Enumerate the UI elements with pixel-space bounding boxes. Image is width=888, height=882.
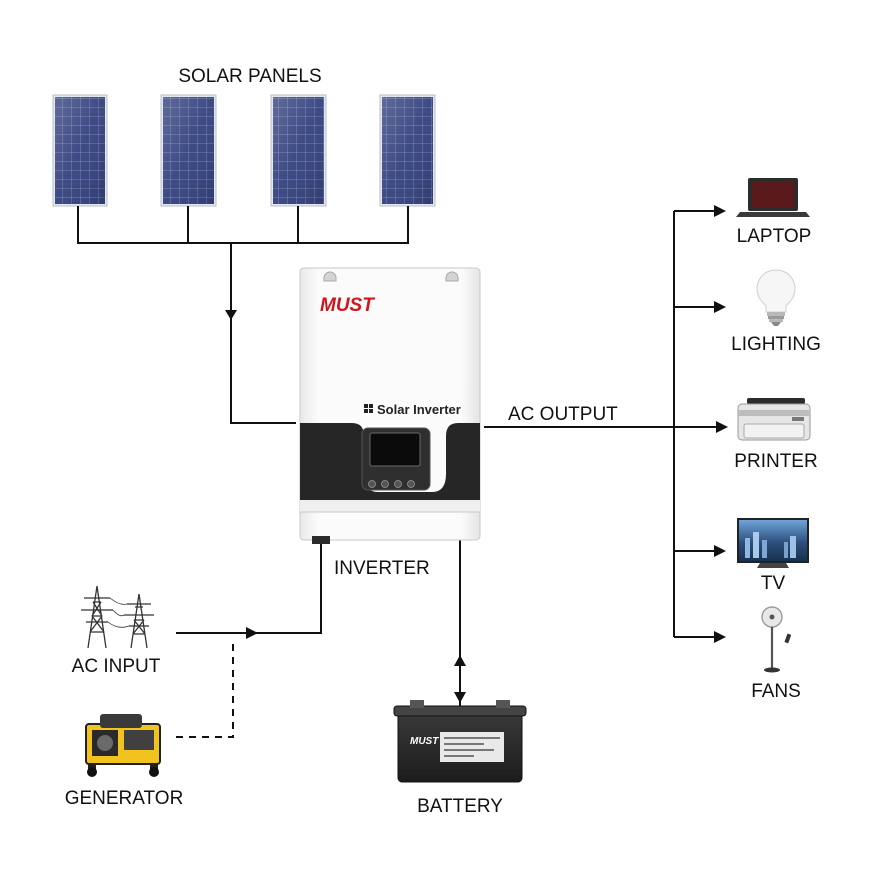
ac-output-wiring bbox=[484, 205, 728, 643]
solar-wiring bbox=[77, 206, 409, 424]
generator-label: GENERATOR bbox=[65, 788, 184, 809]
inverter-model-mark: Solar Inverter bbox=[364, 402, 461, 417]
printer-label: PRINTER bbox=[734, 451, 817, 472]
ac-output-label: AC OUTPUT bbox=[508, 404, 618, 425]
generator-icon bbox=[85, 714, 161, 777]
tv-icon bbox=[737, 518, 809, 568]
ac-input-label: AC INPUT bbox=[72, 656, 161, 677]
battery-wiring bbox=[454, 540, 466, 706]
inverter-lcd-screen bbox=[369, 432, 421, 467]
solar-panel-4 bbox=[379, 94, 436, 207]
laptop-icon bbox=[736, 178, 810, 217]
light-bulb-icon bbox=[756, 269, 796, 326]
inverter-label: INVERTER bbox=[334, 558, 430, 579]
tv-label: TV bbox=[761, 573, 786, 594]
power-tower-icon bbox=[81, 585, 154, 649]
solar-panels-label: SOLAR PANELS bbox=[178, 66, 321, 87]
solar-panel-3 bbox=[270, 94, 327, 207]
battery-brand-logo: MUST bbox=[410, 736, 439, 747]
lighting-label: LIGHTING bbox=[731, 334, 821, 355]
inverter-brand-logo: MUST bbox=[320, 295, 375, 316]
solar-panel-1 bbox=[52, 94, 108, 207]
battery-icon: MUST bbox=[393, 700, 527, 783]
inverter-device: MUST Solar Inverter bbox=[299, 267, 481, 544]
inverter-model-text: Solar Inverter bbox=[377, 402, 461, 417]
laptop-label: LAPTOP bbox=[737, 226, 812, 247]
fan-icon bbox=[761, 606, 792, 673]
ac-input-wiring bbox=[176, 540, 322, 738]
printer-icon bbox=[737, 398, 811, 441]
battery-label: BATTERY bbox=[417, 796, 503, 817]
fans-label: FANS bbox=[751, 681, 801, 702]
solar-panel-2 bbox=[160, 94, 217, 207]
